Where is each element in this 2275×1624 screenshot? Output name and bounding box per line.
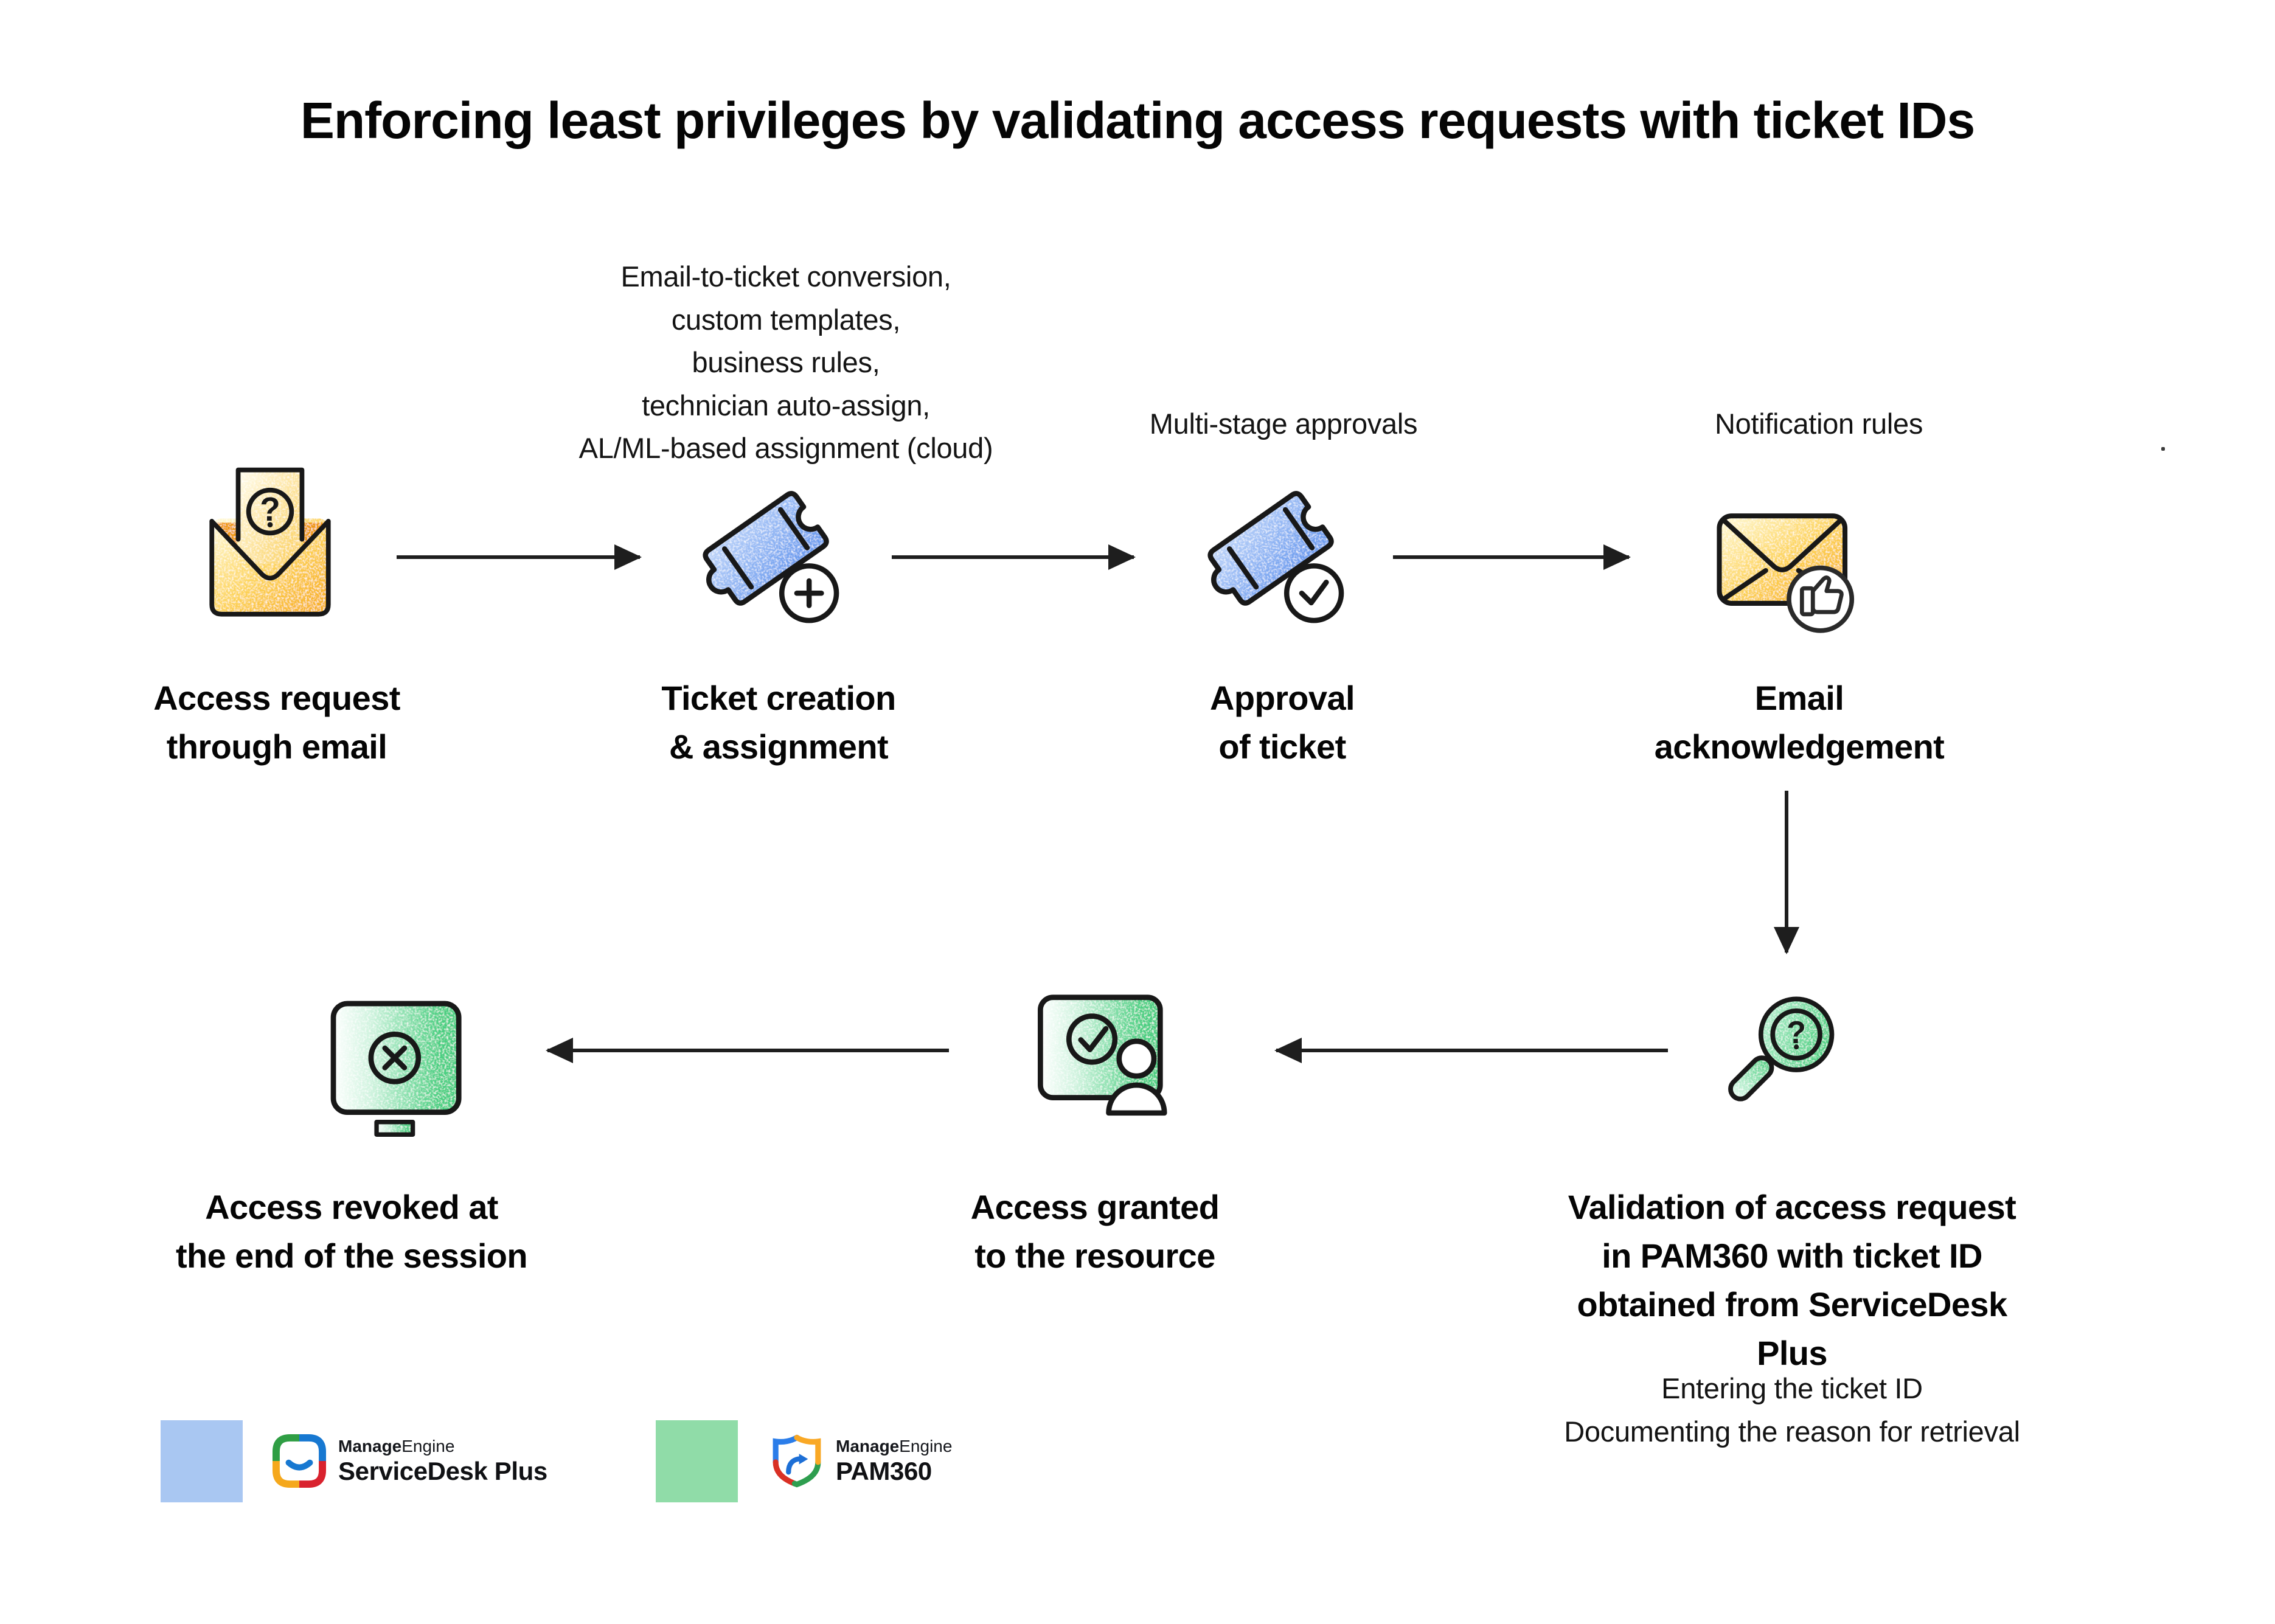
user-glyph bbox=[1106, 1038, 1167, 1116]
plus-glyph bbox=[794, 578, 824, 608]
pam360-legend-text: ManageEngine PAM360 bbox=[836, 1438, 952, 1484]
brand-name-rest: Engine bbox=[401, 1437, 455, 1456]
monitor-user-check-icon bbox=[1038, 994, 1167, 1116]
product-name-pam360: PAM360 bbox=[836, 1457, 932, 1485]
question-mark-glyph: ? bbox=[260, 490, 280, 528]
x-glyph bbox=[382, 1045, 408, 1071]
brand-name: Manage bbox=[338, 1437, 402, 1456]
envelope-thumbs-up-icon bbox=[1717, 513, 1855, 633]
step-label-access-request: Access request through email bbox=[153, 679, 400, 766]
pam360-swatch bbox=[656, 1420, 738, 1502]
annotation-validation: Entering the ticket ID Documenting the r… bbox=[1564, 1372, 2020, 1448]
step-label-ticket-creation: Ticket creation & assignment bbox=[661, 679, 896, 766]
check-glyph bbox=[1078, 1025, 1109, 1052]
thumbs-up-glyph bbox=[1799, 575, 1844, 617]
annotation-approval: Multi-stage approvals bbox=[1149, 408, 1418, 440]
servicedesk-swatch bbox=[161, 1420, 243, 1502]
brand-name: Manage bbox=[836, 1437, 900, 1456]
magnifier-question-icon: ? bbox=[1728, 996, 1835, 1102]
page-title: Enforcing least privileges by validating… bbox=[300, 92, 1975, 149]
step-label-access-revoked: Access revoked at the end of the session bbox=[176, 1188, 528, 1275]
envelope-question-icon: ? bbox=[209, 467, 331, 617]
product-name-servicedesk: ServiceDesk Plus bbox=[338, 1457, 547, 1485]
step-label-acknowledgement: Email acknowledgement bbox=[1654, 679, 1945, 766]
brand-name-rest: Engine bbox=[899, 1437, 953, 1456]
servicedesk-legend-text: ManageEngine ServiceDesk Plus bbox=[338, 1438, 547, 1484]
step-label-access-granted: Access granted to the resource bbox=[970, 1188, 1220, 1275]
check-glyph bbox=[1299, 580, 1329, 606]
question-mark-glyph: ? bbox=[1787, 1015, 1806, 1050]
ticket-plus-icon bbox=[703, 491, 839, 623]
annotation-acknowledgement: Notification rules bbox=[1714, 408, 1923, 440]
stray-speck bbox=[2161, 447, 2165, 451]
ticket-check-icon bbox=[1207, 491, 1344, 623]
legend: ManageEngine ServiceDesk Plus ManageEngi… bbox=[0, 1417, 2275, 1515]
annotation-ticket-creation: Email-to-ticket conversion, custom templ… bbox=[578, 260, 993, 464]
monitor-x-icon bbox=[330, 1001, 462, 1137]
step-label-approval: Approval of ticket bbox=[1210, 679, 1355, 766]
step-label-validation: Validation of access request in PAM360 w… bbox=[1568, 1188, 2016, 1373]
servicedesk-plus-logo-icon bbox=[273, 1434, 326, 1488]
pam360-logo-icon bbox=[773, 1434, 821, 1488]
